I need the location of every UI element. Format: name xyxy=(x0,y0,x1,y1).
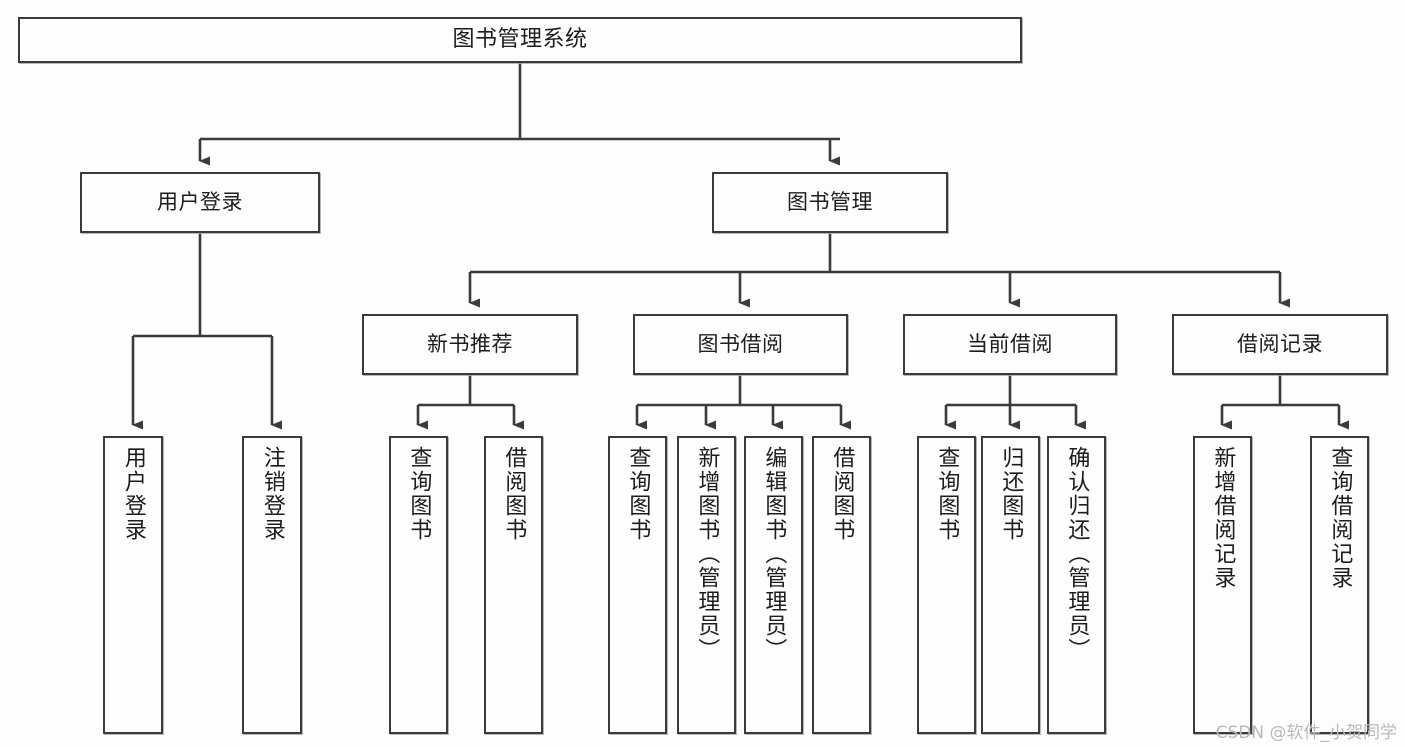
node-leaf-borrow-book-2[interactable]: 借阅图书 xyxy=(812,436,871,734)
node-label: 新增借阅记录 xyxy=(1210,446,1236,590)
node-root-book-management-system[interactable]: 图书管理系统 xyxy=(18,17,1022,63)
node-current-borrow[interactable]: 当前借阅 xyxy=(903,314,1117,375)
node-label: 图书管理系统 xyxy=(452,26,588,52)
node-book-management[interactable]: 图书管理 xyxy=(712,172,948,233)
node-label: 借阅记录 xyxy=(1237,332,1323,357)
csdn-watermark: CSDN @软件_小贺同学 xyxy=(1215,723,1397,743)
node-leaf-query-book-1[interactable]: 查询图书 xyxy=(389,436,448,734)
node-leaf-query-book-3[interactable]: 查询图书 xyxy=(917,436,976,734)
node-label: 当前借阅 xyxy=(967,332,1053,357)
node-label: 查询图书 xyxy=(625,446,651,542)
node-leaf-query-record[interactable]: 查询借阅记录 xyxy=(1310,436,1369,734)
node-leaf-logout-login[interactable]: 注销登录 xyxy=(242,436,302,734)
node-label: 归还图书 xyxy=(998,446,1024,542)
node-label: 图书管理 xyxy=(787,190,873,215)
node-user-login[interactable]: 用户登录 xyxy=(80,172,320,233)
node-leaf-query-book-2[interactable]: 查询图书 xyxy=(608,436,667,734)
node-book-borrow[interactable]: 图书借阅 xyxy=(633,314,848,375)
node-label: 借阅图书 xyxy=(501,446,527,542)
node-leaf-edit-book[interactable]: 编辑图书（管理员） xyxy=(744,436,803,734)
node-new-book-recommend[interactable]: 新书推荐 xyxy=(362,314,578,375)
node-label: 借阅图书 xyxy=(829,446,855,542)
node-label: 图书借阅 xyxy=(697,332,784,357)
node-label: 用户登录 xyxy=(120,446,146,542)
node-borrow-record[interactable]: 借阅记录 xyxy=(1172,314,1388,375)
node-leaf-add-book[interactable]: 新增图书（管理员） xyxy=(677,436,736,734)
node-label: 新书推荐 xyxy=(427,332,513,357)
node-label: 查询图书 xyxy=(934,446,960,542)
node-leaf-user-login[interactable]: 用户登录 xyxy=(103,436,163,734)
node-label: 查询借阅记录 xyxy=(1327,446,1353,590)
node-leaf-borrow-book-1[interactable]: 借阅图书 xyxy=(484,436,543,734)
node-label: 注销登录 xyxy=(259,446,285,542)
node-label: 编辑图书（管理员） xyxy=(761,446,787,662)
node-leaf-return-book[interactable]: 归还图书 xyxy=(981,436,1040,734)
node-leaf-add-record[interactable]: 新增借阅记录 xyxy=(1193,436,1252,734)
node-leaf-confirm-return[interactable]: 确认归还（管理员） xyxy=(1047,436,1106,734)
node-label: 用户登录 xyxy=(157,190,243,215)
node-label: 新增图书（管理员） xyxy=(694,446,720,662)
node-label: 查询图书 xyxy=(406,446,432,542)
node-label: 确认归还（管理员） xyxy=(1064,446,1090,662)
